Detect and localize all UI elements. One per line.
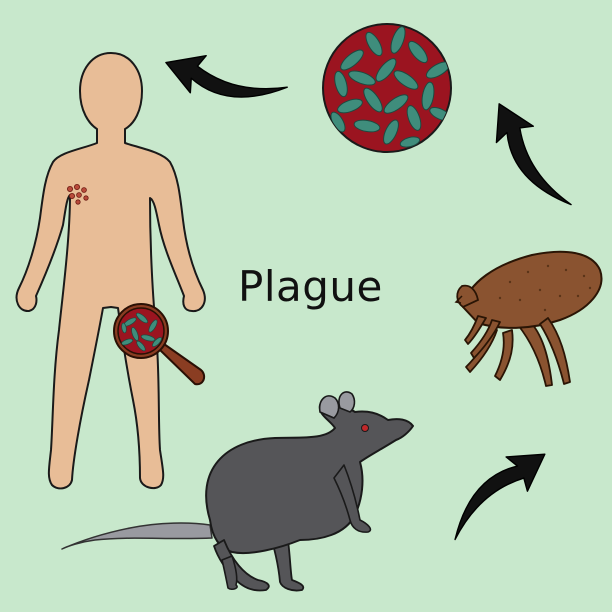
human-silhouette-icon: [15, 52, 206, 490]
curved-arrow-icon: [434, 436, 557, 548]
flea-texture: [498, 264, 592, 312]
bubo-spots: [67, 183, 89, 205]
human-figure: [15, 52, 206, 490]
lens-bacteria: [120, 312, 162, 352]
bacteria-cluster-icon: [322, 23, 452, 153]
curved-arrow-icon: [479, 94, 580, 222]
diagram-title: Plague: [238, 262, 383, 311]
rat-eye: [361, 424, 369, 432]
magnifying-glass-icon: [113, 303, 206, 386]
curved-arrow-icon: [159, 45, 291, 118]
flea-icon: [454, 250, 603, 387]
rat-icon: [61, 391, 414, 592]
